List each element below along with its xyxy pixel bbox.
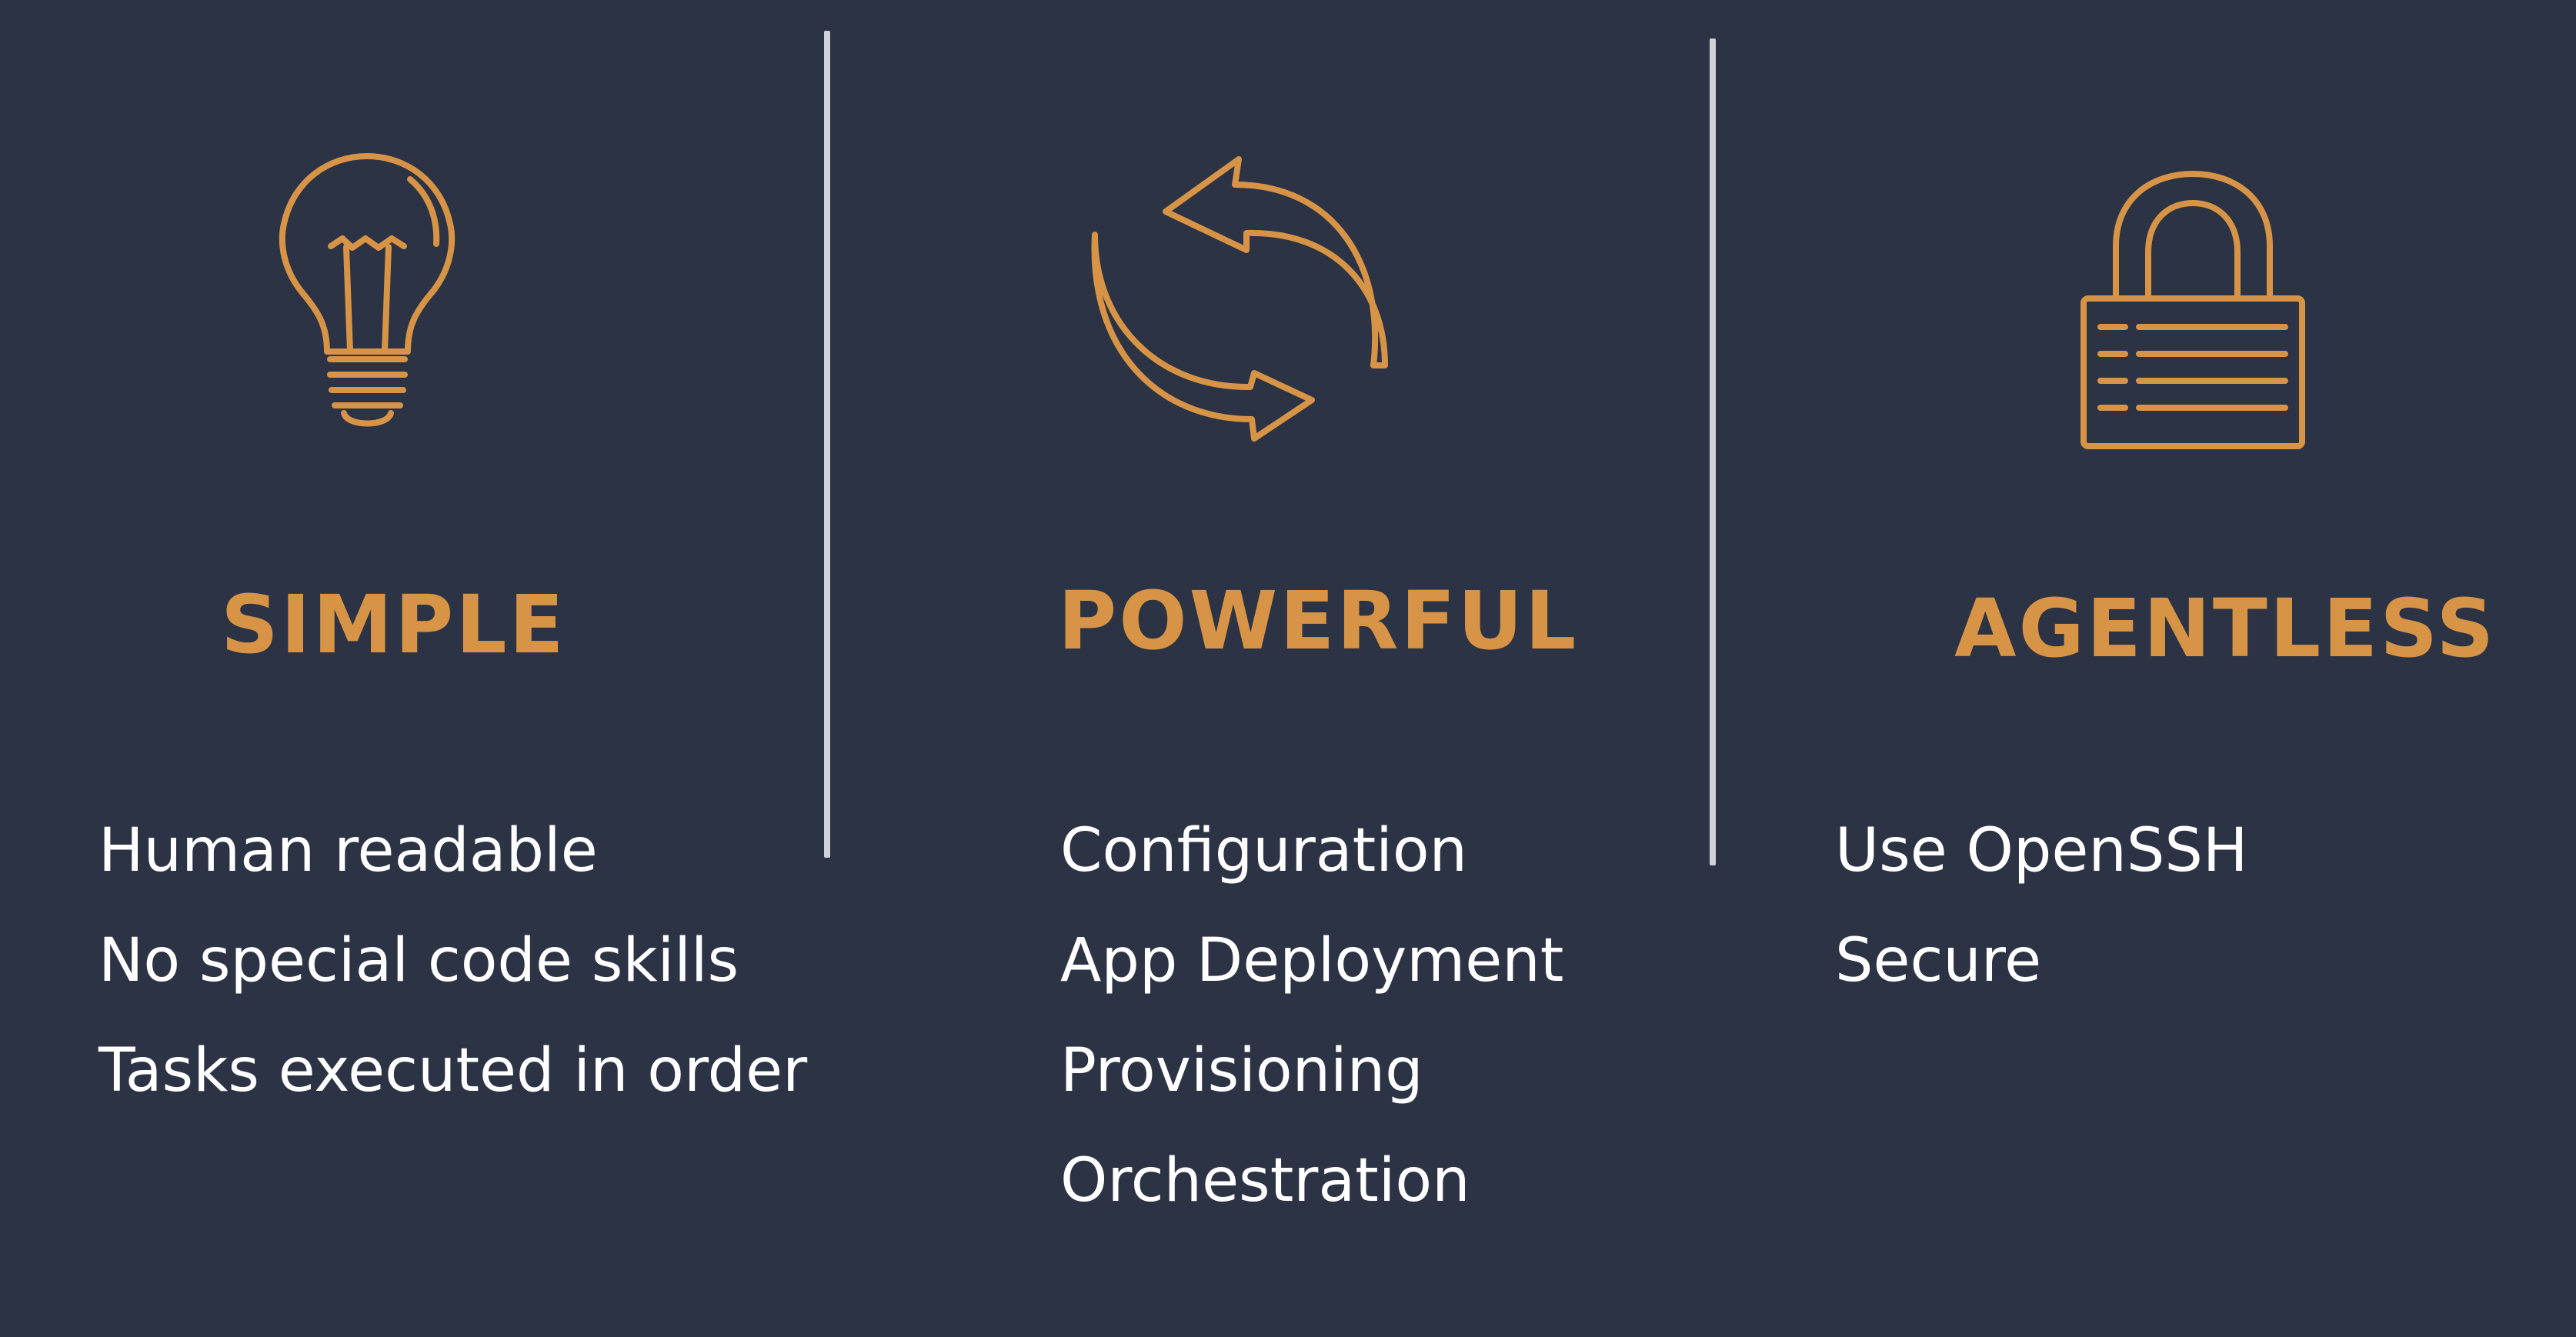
padlock-icon — [2077, 169, 2308, 454]
agentless-feature-list: Use OpenSSH Secure — [1835, 796, 2248, 1016]
refresh-arrows-icon — [1089, 150, 1389, 450]
powerful-feature-list: Configuration App Deployment Provisionin… — [1060, 796, 1563, 1236]
list-item: App Deployment — [1060, 926, 1564, 995]
powerful-heading: POWERFUL — [1058, 574, 1579, 668]
list-item: No special code skills — [98, 926, 739, 995]
list-item: Provisioning — [1060, 1036, 1423, 1105]
lightbulb-icon — [273, 150, 462, 435]
agentless-heading: AGENTLESS — [1954, 582, 2497, 675]
list-item: Tasks executed in order — [98, 1036, 808, 1105]
column-divider-right — [1710, 38, 1716, 865]
list-item: Configuration — [1060, 816, 1467, 885]
list-item: Secure — [1835, 926, 2042, 995]
simple-feature-list: Human readable No special code skills Ta… — [98, 796, 807, 1126]
column-divider-left — [824, 31, 830, 858]
simple-heading: SIMPLE — [221, 578, 566, 672]
list-item: Orchestration — [1060, 1146, 1470, 1215]
list-item: Human readable — [98, 816, 598, 885]
list-item: Use OpenSSH — [1835, 816, 2248, 885]
